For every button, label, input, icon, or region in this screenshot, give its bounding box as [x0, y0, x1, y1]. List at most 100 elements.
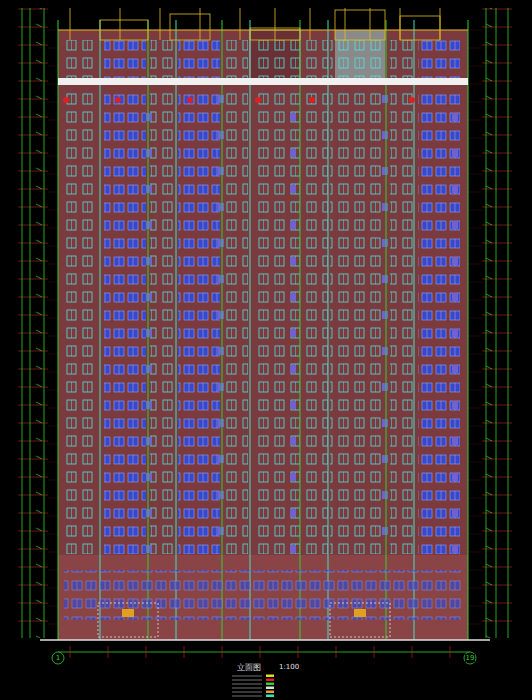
entrance [330, 603, 390, 637]
axis-number: 19 [465, 654, 476, 662]
drawing-stroke [222, 20, 223, 640]
window-column [178, 40, 220, 80]
panel [452, 401, 458, 409]
panel [382, 131, 388, 139]
panel [218, 239, 224, 247]
drawing-stroke [266, 679, 274, 682]
drawing-stroke [266, 695, 274, 698]
window-column [304, 40, 328, 80]
panel [452, 509, 458, 517]
drawing-stroke [275, 8, 276, 40]
window-column [330, 40, 386, 80]
window-column [418, 40, 460, 80]
panel [382, 527, 388, 535]
panel [218, 275, 224, 283]
window-column [418, 88, 460, 554]
panel [452, 149, 458, 157]
drawing-stroke [250, 20, 251, 640]
axis-bubble [464, 652, 476, 664]
drawing-stroke [309, 97, 315, 103]
drawing-stroke [266, 691, 274, 694]
panel [382, 347, 388, 355]
drawing-stroke [70, 646, 71, 658]
panel [382, 491, 388, 499]
panel [290, 185, 296, 193]
drawing-stroke [450, 646, 451, 658]
window-column [330, 88, 386, 554]
drawing-stroke [266, 675, 274, 678]
window-column [224, 40, 248, 80]
panel [146, 473, 152, 481]
drawing-stroke [187, 97, 193, 103]
panel [146, 365, 152, 373]
podium-windows [64, 570, 462, 620]
drawing-stroke [374, 646, 375, 658]
drawing-stroke [122, 609, 134, 617]
panel [382, 95, 388, 103]
window-column [390, 88, 414, 554]
window-column [104, 40, 146, 80]
drawing-stroke [232, 692, 262, 693]
drawing-stroke [310, 8, 311, 40]
panel [146, 329, 152, 337]
panel [290, 293, 296, 301]
drawing-stroke [240, 8, 241, 40]
drawing-stroke [148, 20, 149, 640]
panel [382, 275, 388, 283]
panel [290, 401, 296, 409]
drawing-stroke [115, 97, 121, 103]
cornice [58, 78, 468, 85]
panel [146, 509, 152, 517]
panel [218, 455, 224, 463]
panel [382, 419, 388, 427]
drawing-stroke [386, 20, 387, 640]
panel [218, 347, 224, 355]
panel [290, 329, 296, 337]
panel [290, 365, 296, 373]
drawing-stroke [160, 8, 161, 40]
drawing-stroke [232, 680, 262, 681]
panel [452, 437, 458, 445]
drawing-stroke [300, 20, 301, 640]
drawing-stroke [200, 8, 201, 40]
drawing-stroke [58, 30, 468, 31]
drawing-stroke [232, 684, 262, 685]
panel [146, 437, 152, 445]
drawing-stroke [354, 609, 366, 617]
panel [218, 491, 224, 499]
panel [218, 131, 224, 139]
drawing-stroke [146, 646, 147, 658]
drawing-stroke [250, 28, 300, 40]
drawing-stroke [70, 8, 71, 40]
drawing-stroke [266, 683, 274, 686]
axis-bubble [52, 652, 64, 664]
podium [58, 555, 468, 640]
drawing-stroke [260, 646, 261, 658]
facade [58, 30, 468, 640]
panel [218, 203, 224, 211]
window-column [390, 40, 414, 80]
level-scale [482, 8, 512, 638]
panel [382, 203, 388, 211]
panel [382, 239, 388, 247]
entrance [98, 603, 158, 637]
window-column [104, 88, 146, 554]
panel [146, 185, 152, 193]
drawing-stroke [58, 652, 470, 653]
drawing-stroke [508, 8, 509, 638]
panel [146, 113, 152, 121]
panel [382, 383, 388, 391]
panel [146, 401, 152, 409]
drawing-stroke [22, 8, 23, 638]
drawing-stroke [40, 639, 490, 641]
panel [452, 473, 458, 481]
drawing-stroke [370, 8, 371, 40]
drawing-stroke [414, 20, 415, 640]
drawing-stroke [100, 20, 101, 640]
drawing-stroke [44, 8, 45, 638]
panel [452, 293, 458, 301]
window-column [304, 88, 328, 554]
drawing-stroke [100, 20, 148, 40]
panel [290, 113, 296, 121]
